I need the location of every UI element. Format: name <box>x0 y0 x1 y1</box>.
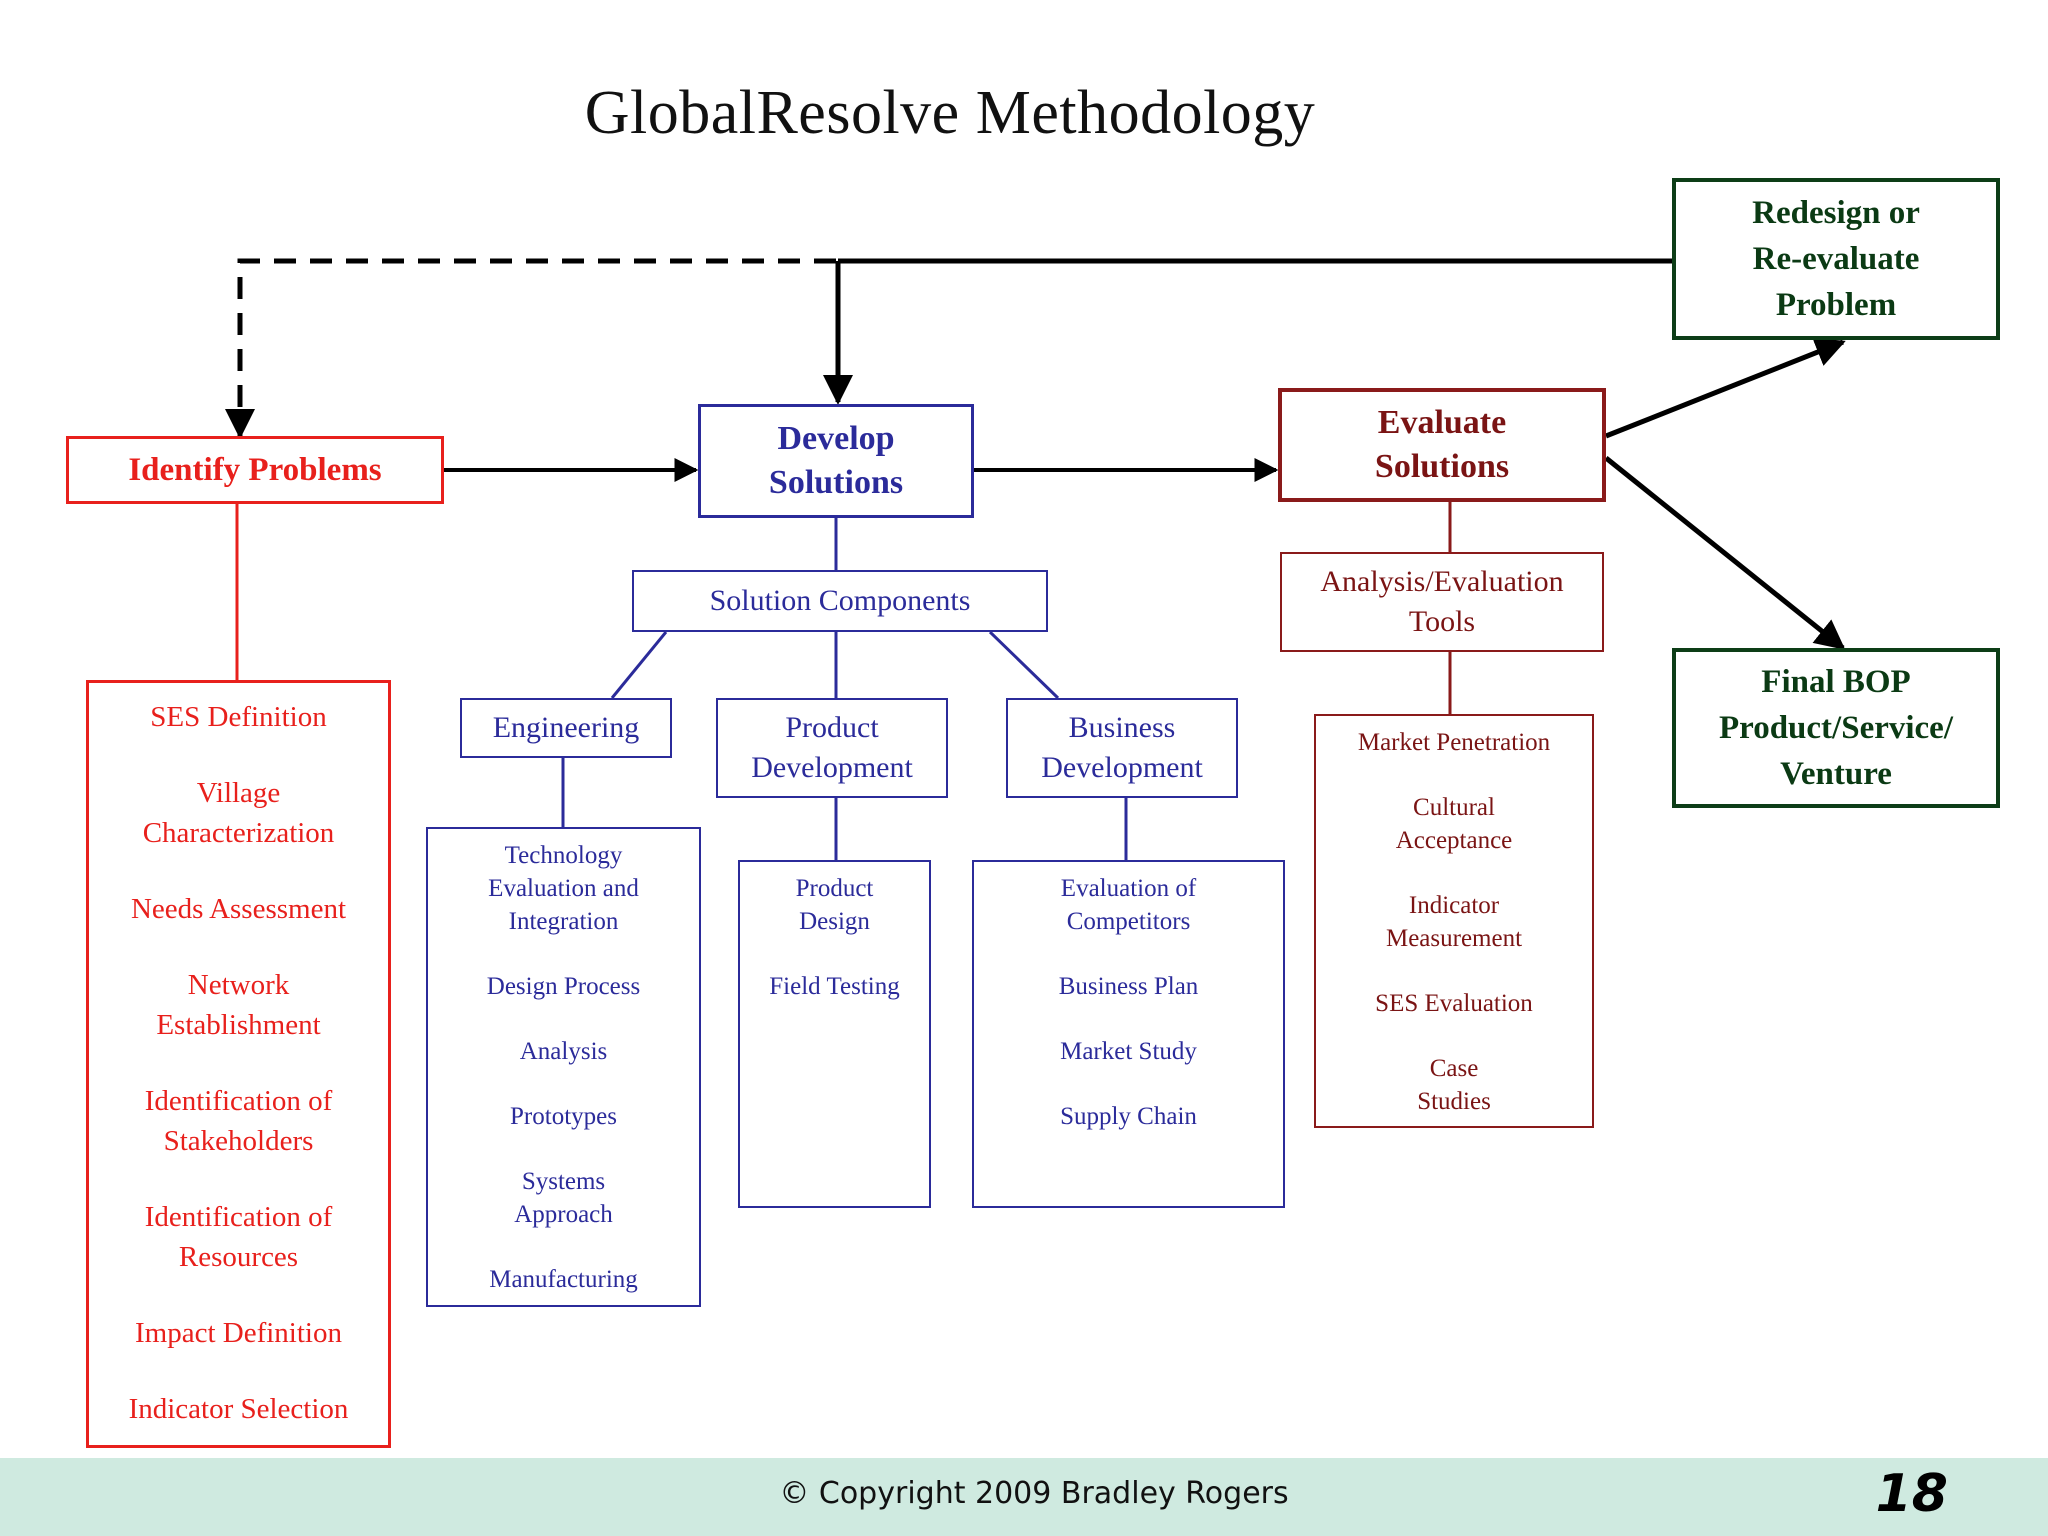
evaluate-details-list: Market Penetration Cultural Acceptance I… <box>1314 714 1594 1128</box>
analysis-tools-label: Analysis/Evaluation Tools <box>1320 565 1564 638</box>
list-item: Manufacturing <box>489 1266 638 1293</box>
engineering-box: Engineering <box>460 698 672 758</box>
solution-components-box: Solution Components <box>632 570 1048 632</box>
arrow-evaluate-to-final <box>1604 456 1846 650</box>
list-item: Systems Approach <box>514 1168 613 1228</box>
list-item: Product Design <box>795 875 874 935</box>
list-item: Business Plan <box>1058 973 1199 1000</box>
list-item: Village Characterization <box>142 777 335 849</box>
redesign-label: Redesign or Re-evaluate Problem <box>1752 195 1920 323</box>
engineering-details-list: Technology Evaluation and Integration De… <box>426 827 701 1307</box>
list-item: Supply Chain <box>1060 1103 1197 1130</box>
list-item: Field Testing <box>769 973 900 1000</box>
list-item: Cultural Acceptance <box>1395 794 1513 854</box>
solution-components-label: Solution Components <box>709 584 971 617</box>
develop-solutions-box: Develop Solutions <box>698 404 974 518</box>
list-item: Identification of Resources <box>144 1201 333 1273</box>
evaluate-solutions-box: Evaluate Solutions <box>1278 388 1606 502</box>
business-development-box: Business Development <box>1006 698 1238 798</box>
page-title: GlobalResolve Methodology <box>584 79 1316 147</box>
list-item: Needs Assessment <box>130 893 347 925</box>
list-item: Design Process <box>486 973 641 1000</box>
list-item: Market Penetration <box>1357 729 1551 756</box>
final-bop-label: Final BOP Product/Service/ Venture <box>1719 664 1953 792</box>
product-details-list: Product Design Field Testing <box>738 860 931 1208</box>
engineering-label: Engineering <box>492 711 640 744</box>
business-development-label: Business Development <box>1041 711 1203 784</box>
analysis-tools-box: Analysis/Evaluation Tools <box>1280 552 1604 652</box>
list-item: SES Evaluation <box>1375 990 1533 1017</box>
business-details-list: Evaluation of Competitors Business Plan … <box>972 860 1285 1208</box>
list-item: Market Study <box>1060 1038 1197 1065</box>
copyright-text: © Copyright 2009 Bradley Rogers <box>779 1476 1289 1511</box>
list-item: Impact Definition <box>135 1317 342 1349</box>
list-item: Analysis <box>519 1038 608 1065</box>
list-item: Case Studies <box>1417 1055 1491 1115</box>
list-item: SES Definition <box>150 701 327 733</box>
dashed-feedback-arrow <box>225 258 836 439</box>
identify-problems-label: Identify Problems <box>128 451 382 488</box>
list-item: Technology Evaluation and Integration <box>488 842 639 935</box>
arrow-evaluate-to-redesign <box>1605 338 1846 439</box>
evaluate-solutions-label: Evaluate Solutions <box>1374 404 1510 485</box>
list-item: Identification of Stakeholders <box>144 1085 333 1157</box>
footer-bar <box>0 1458 2048 1536</box>
page-number: 18 <box>1875 1464 1948 1524</box>
redesign-box: Redesign or Re-evaluate Problem <box>1672 178 2000 340</box>
list-item: Evaluation of Competitors <box>1060 875 1197 935</box>
list-item: Indicator Measurement <box>1385 892 1523 952</box>
develop-solutions-label: Develop Solutions <box>768 420 904 501</box>
product-development-box: Product Development <box>716 698 948 798</box>
list-item: Indicator Selection <box>128 1393 349 1425</box>
product-development-label: Product Development <box>751 711 913 784</box>
list-item: Prototypes <box>510 1103 617 1130</box>
identify-details-list: SES Definition Village Characterization … <box>86 680 391 1448</box>
identify-problems-box: Identify Problems <box>66 436 444 504</box>
list-item: Network Establishment <box>156 969 321 1041</box>
final-bop-box: Final BOP Product/Service/ Venture <box>1672 648 2000 808</box>
